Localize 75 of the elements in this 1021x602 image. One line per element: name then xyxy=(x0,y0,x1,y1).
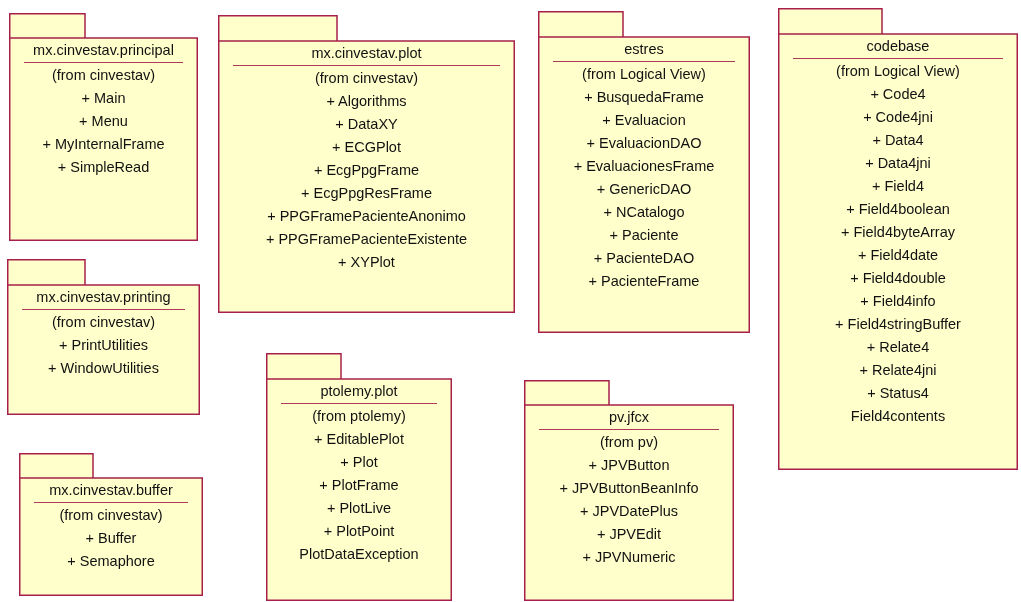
class-name: + PPGFramePacienteAnonimo xyxy=(267,207,466,226)
package-name: codebase xyxy=(866,37,930,56)
package-origin: (from cinvestav) xyxy=(51,66,156,85)
class-name: + Semaphore xyxy=(67,552,155,571)
package-origin: (from Logical View) xyxy=(582,65,706,84)
class-name: + EcgPpgResFrame xyxy=(301,184,432,203)
package-folder xyxy=(538,11,750,333)
class-name: + PlotFrame xyxy=(319,476,399,495)
package-name: mx.cinvestav.buffer xyxy=(49,481,173,500)
class-name: + JPVButtonBeanInfo xyxy=(559,479,699,498)
class-name: + Buffer xyxy=(85,529,137,548)
class-name: + Menu xyxy=(79,112,128,131)
class-name: + JPVEdit xyxy=(596,525,662,544)
package-name: mx.cinvestav.plot xyxy=(311,44,422,63)
class-name: + EvaluacionDAO xyxy=(586,134,702,153)
class-name: + JPVNumeric xyxy=(582,548,676,567)
package-folder xyxy=(266,353,452,601)
package-name: mx.cinvestav.principal xyxy=(33,41,174,60)
package-origin: (from cinvestav) xyxy=(314,69,419,88)
class-name: + Algorithms xyxy=(326,92,407,111)
package-origin: (from ptolemy) xyxy=(312,407,406,426)
class-name: + Relate4jni xyxy=(859,361,937,380)
class-name: + Code4jni xyxy=(863,108,933,127)
class-name: + MyInternalFrame xyxy=(42,135,165,154)
package-folder xyxy=(778,8,1018,470)
class-name: + BusquedaFrame xyxy=(584,88,704,107)
package-origin: (from cinvestav) xyxy=(59,506,163,525)
class-name: + JPVButton xyxy=(588,456,670,475)
package-origin: (from Logical View) xyxy=(836,62,960,81)
class-name: + GenericDAO xyxy=(596,180,692,199)
class-name: + PacienteDAO xyxy=(593,249,695,268)
class-name: + EvaluacionesFrame xyxy=(573,157,715,176)
package-folder xyxy=(524,380,734,601)
class-name: + JPVDatePlus xyxy=(580,502,678,521)
class-name: + Field4date xyxy=(857,246,939,265)
package-name: pv.jfcx xyxy=(609,408,649,427)
package-name: ptolemy.plot xyxy=(320,382,398,401)
package-folder xyxy=(7,259,200,415)
package-origin: (from cinvestav) xyxy=(51,313,156,332)
package-name: mx.cinvestav.printing xyxy=(36,288,171,307)
class-name: Field4contents xyxy=(850,407,946,426)
class-name: + Field4boolean xyxy=(846,200,950,219)
class-name: + PlotPoint xyxy=(323,522,395,541)
class-name: + Main xyxy=(81,89,126,108)
package-folder xyxy=(19,453,203,596)
class-name: + Status4 xyxy=(867,384,929,403)
package-name: estres xyxy=(624,40,664,59)
package-folder xyxy=(218,15,515,313)
class-name: + Relate4 xyxy=(866,338,930,357)
class-name: + Field4info xyxy=(860,292,936,311)
class-name: + Paciente xyxy=(609,226,679,245)
class-name: + PacienteFrame xyxy=(588,272,700,291)
class-name: + Data4jni xyxy=(865,154,931,173)
class-name: + PlotLive xyxy=(326,499,392,518)
class-name: + Code4 xyxy=(870,85,926,104)
class-name: + XYPlot xyxy=(338,253,395,272)
class-name: + EditablePlot xyxy=(314,430,404,449)
class-name: + PPGFramePacienteExistente xyxy=(265,230,468,249)
class-name: PlotDataException xyxy=(299,545,419,564)
class-name: + NCatalogo xyxy=(603,203,685,222)
package-origin: (from pv) xyxy=(600,433,658,452)
class-name: + DataXY xyxy=(335,115,398,134)
class-name: + SimpleRead xyxy=(57,158,150,177)
package-folder xyxy=(9,13,198,241)
class-name: + Field4stringBuffer xyxy=(835,315,961,334)
class-name: + PrintUtilities xyxy=(58,336,148,355)
class-name: + Data4 xyxy=(872,131,924,150)
class-name: + Plot xyxy=(340,453,378,472)
class-name: + Field4 xyxy=(872,177,924,196)
class-name: + Evaluacion xyxy=(602,111,686,130)
class-name: + ECGPlot xyxy=(332,138,401,157)
class-name: + EcgPpgFrame xyxy=(313,161,420,180)
class-name: + Field4byteArray xyxy=(840,223,955,242)
class-name: + WindowUtilities xyxy=(48,359,159,378)
class-name: + Field4double xyxy=(850,269,946,288)
